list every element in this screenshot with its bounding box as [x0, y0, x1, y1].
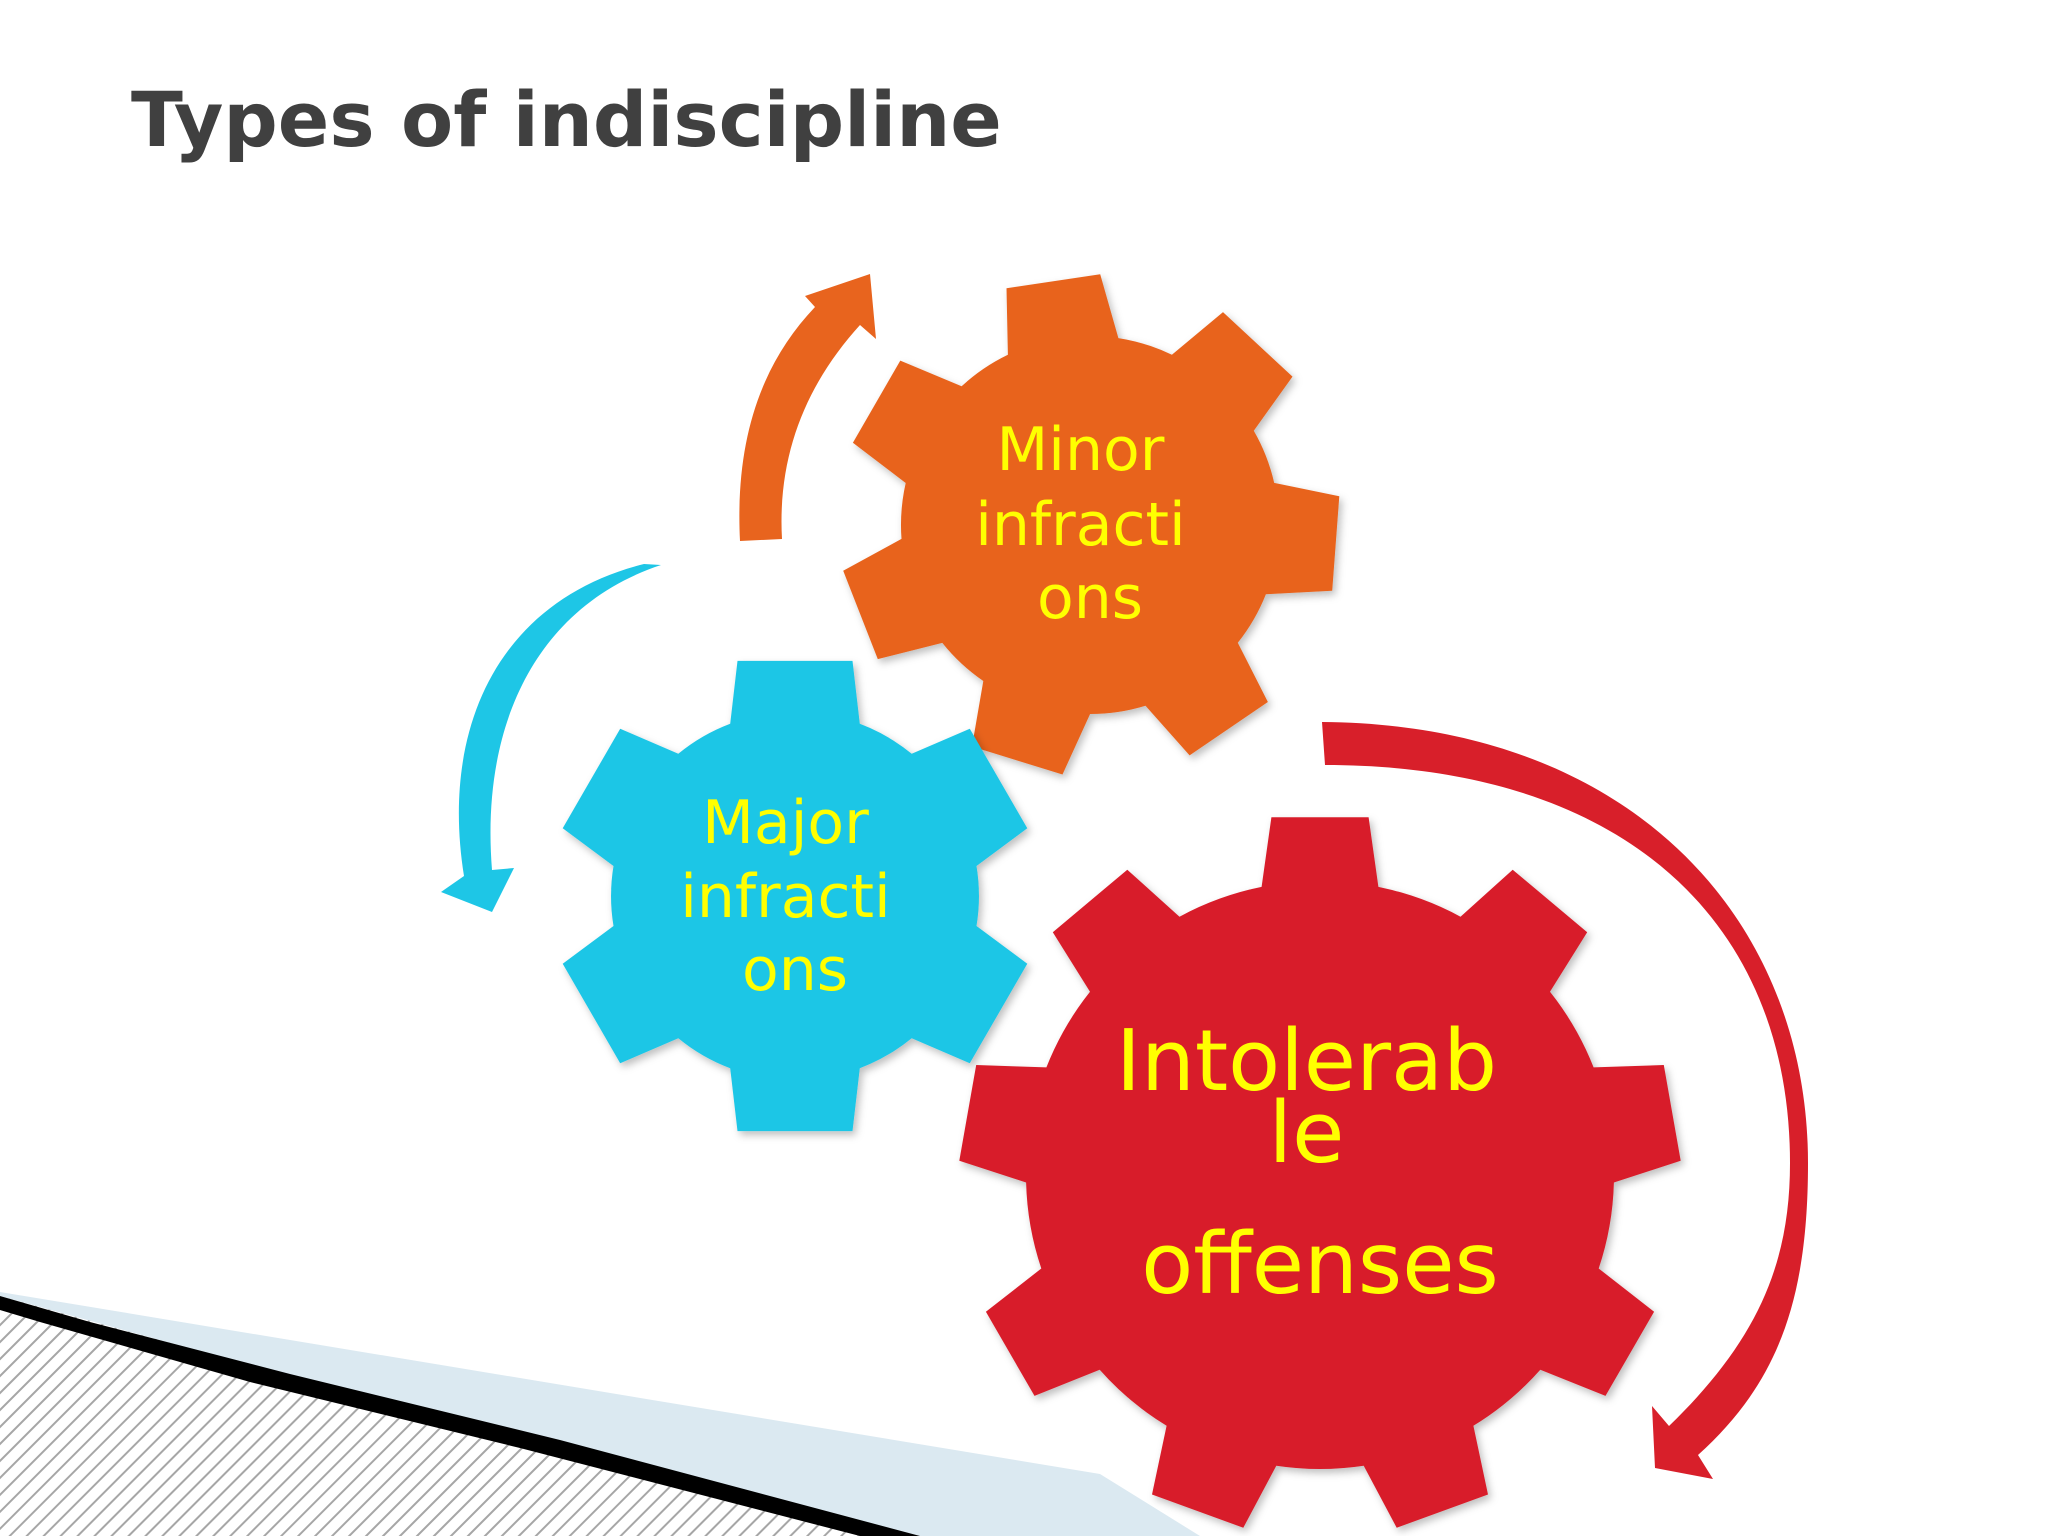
orange-arrow	[739, 274, 876, 541]
corner-decoration	[0, 1292, 1200, 1536]
intolerable-label-line-1: Intolerab	[1116, 1012, 1497, 1111]
dark-stripe	[0, 1296, 920, 1536]
blue-arrow	[441, 564, 661, 912]
slide-title: Types of indiscipline	[131, 75, 1002, 164]
major-gear	[562, 660, 1028, 1132]
minor-gear	[843, 274, 1340, 775]
intolerable-gear-label: Intolerab le offenses	[1116, 1012, 1524, 1314]
minor-gear-label: Minor infracti ons	[975, 415, 1205, 633]
light-stripe	[0, 1292, 1200, 1536]
minor-label-line-1: Minor	[997, 415, 1165, 485]
major-gear-label: Major infracti ons	[680, 788, 910, 1005]
major-label-line-2: infracti	[680, 862, 890, 932]
intolerable-gear	[959, 817, 1681, 1528]
minor-label-line-3: ons	[1037, 563, 1143, 633]
major-label-line-3: ons	[742, 935, 848, 1005]
minor-label-line-2: infracti	[975, 490, 1185, 560]
gears	[562, 274, 1681, 1528]
major-label-line-1: Major	[702, 788, 869, 858]
intolerable-label-line-3: offenses	[1141, 1215, 1499, 1314]
intolerable-label-line-2: le	[1269, 1084, 1345, 1183]
cycle-arrows	[441, 274, 1808, 1479]
